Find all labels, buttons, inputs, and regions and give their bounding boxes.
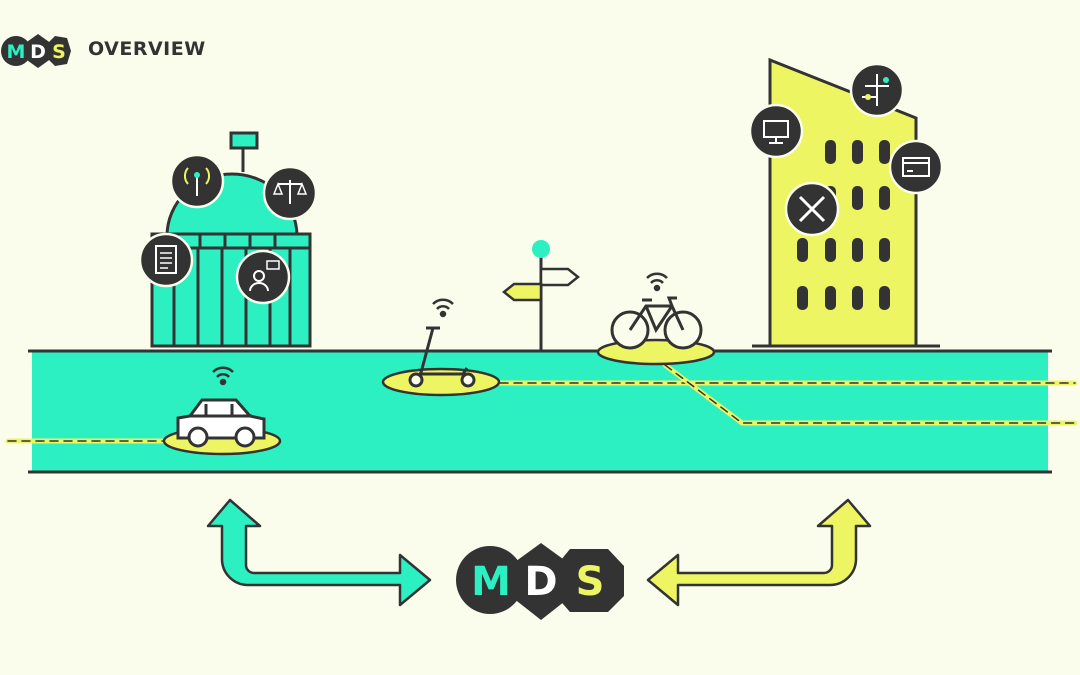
wifi-icon: [432, 298, 454, 318]
page-title: OVERVIEW: [88, 38, 206, 60]
flag-icon: [229, 131, 259, 150]
logo-letter-d: D: [30, 41, 46, 63]
document-icon: [138, 232, 194, 288]
user-chat-icon: [235, 249, 291, 305]
scooter-icon: [381, 298, 501, 397]
logo-letter-s: S: [576, 559, 605, 605]
car-icon: [162, 366, 282, 456]
company-service-icons: [748, 62, 944, 237]
logo-letter-m: M: [471, 559, 511, 605]
signpost: [501, 240, 581, 350]
yellow-bidirectional-arrow: [646, 498, 872, 607]
bicycle-icon: [596, 272, 716, 366]
network-icon: [849, 62, 905, 118]
teal-bidirectional-arrow: [206, 498, 432, 607]
wireless-tower-icon: [169, 153, 225, 209]
road: [5, 349, 1078, 474]
logo-letter-d: D: [524, 559, 557, 605]
government-service-icons: [138, 153, 318, 305]
header-logo: M D S: [1, 34, 71, 68]
wifi-icon: [212, 366, 234, 386]
logo-letter-m: M: [7, 41, 26, 63]
company-building: [752, 57, 940, 348]
credit-card-icon: [888, 139, 944, 195]
wifi-icon: [646, 272, 668, 292]
data-trail-lines: [5, 362, 1078, 444]
monitor-icon: [748, 103, 804, 159]
mds-logo: M D S: [456, 543, 624, 620]
tools-icon: [784, 181, 840, 237]
scales-icon: [262, 165, 318, 221]
logo-letter-s: S: [52, 41, 66, 63]
